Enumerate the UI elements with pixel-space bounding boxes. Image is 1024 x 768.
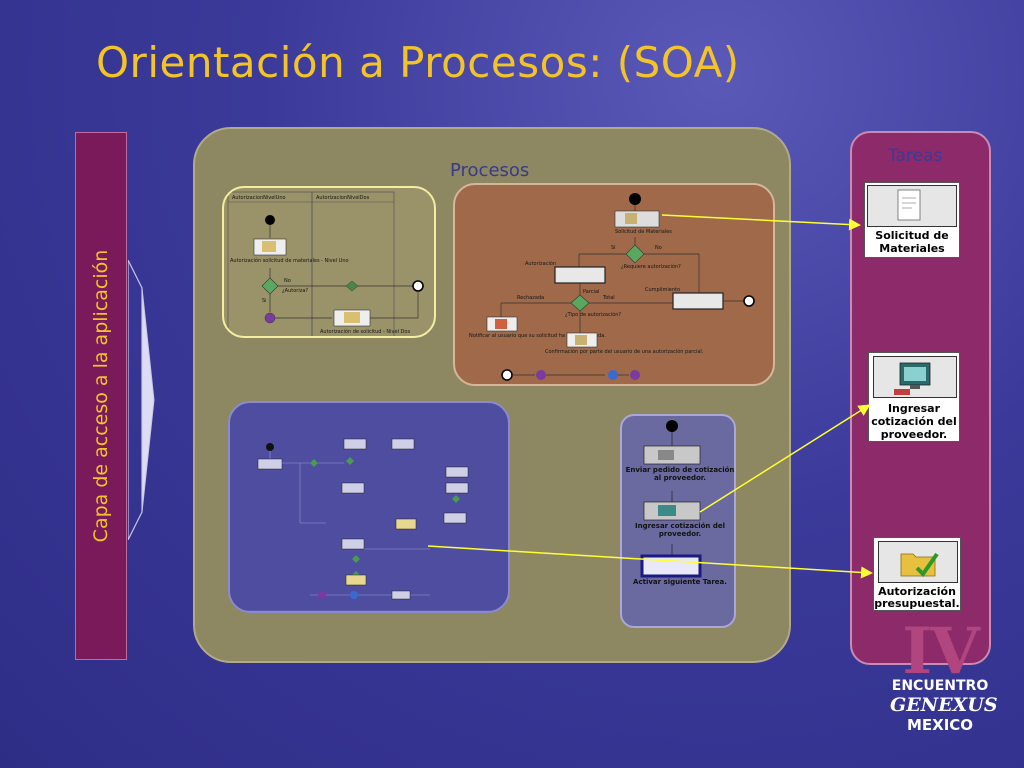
access-arrow-shape bbox=[128, 260, 155, 540]
logo-numeral: IV bbox=[902, 614, 980, 689]
logo-line1: ENCUENTRO bbox=[891, 678, 989, 694]
task-ingresar-cotizacion[interactable]: Ingresar cotización del proveedor. bbox=[868, 352, 960, 442]
document-icon bbox=[867, 185, 957, 227]
logo-line2: GENEXUS bbox=[890, 694, 998, 716]
task2-label-line2: cotización del bbox=[871, 415, 957, 428]
task3-label-line1: Autorización bbox=[878, 585, 956, 598]
p4-task3-label: Activar siguiente Tarea. bbox=[633, 578, 727, 586]
p2-branch-no: No bbox=[655, 245, 662, 251]
task-solicitud-materiales[interactable]: Solicitud de Materiales bbox=[864, 182, 960, 258]
p2-gateway2-label: ¿Tipo de autorización? bbox=[565, 311, 621, 318]
task1-label-line2: Materiales bbox=[879, 242, 945, 255]
p4-task2-label: Ingresar cotización del proveedor. bbox=[634, 522, 725, 538]
monitor-icon bbox=[873, 356, 957, 398]
task-autorizacion-presupuestal[interactable]: Autorización presupuestal. bbox=[873, 537, 961, 611]
p2-sub-autorizacion: Autorización bbox=[525, 260, 556, 267]
process3-diagram bbox=[242, 438, 490, 611]
task1-label-line1: Solicitud de bbox=[875, 229, 949, 242]
slide-title: Orientación a Procesos: (SOA) bbox=[96, 38, 740, 87]
process-panel-cotizacion[interactable] bbox=[228, 401, 510, 613]
task2-label-line3: proveedor. bbox=[880, 428, 948, 441]
p2-branch-si: Si bbox=[611, 245, 616, 251]
p2-sub-cumplimiento: Cumplimiento bbox=[645, 287, 680, 293]
encuentro-genexus-logo: IV ENCUENTRO GENEXUS MEXICO bbox=[890, 614, 998, 740]
process1-diagram: AutorizacionNivelUno AutorizacionNivelDo… bbox=[227, 191, 424, 336]
p2-start-task-label: Solicitud de Materiales bbox=[615, 229, 672, 235]
process-panel-autorizacion[interactable]: AutorizacionNivelUno AutorizacionNivelDo… bbox=[222, 186, 436, 338]
p1-task2-label: Autorización de solicitud - Nivel Dos bbox=[320, 328, 410, 335]
process-panel-pedido[interactable]: Enviar pedido de cotización al proveedor… bbox=[620, 414, 736, 628]
p1-branch-no: No bbox=[284, 278, 291, 284]
folder-check-icon bbox=[878, 541, 958, 583]
p4-task1-label: Enviar pedido de cotización al proveedor… bbox=[625, 466, 735, 482]
access-layer-bar bbox=[75, 132, 127, 660]
task2-label-line1: Ingresar bbox=[887, 402, 941, 415]
tareas-label: Tareas bbox=[888, 146, 943, 166]
process-panel-solicitud[interactable]: Solicitud de Materiales Si No ¿Requiere … bbox=[453, 183, 775, 386]
lane1-label: AutorizacionNivelUno bbox=[232, 195, 286, 201]
procesos-label: Procesos bbox=[450, 160, 530, 181]
logo-line3: MEXICO bbox=[906, 716, 974, 734]
p1-task1-label: Autorización solicitud de materiales - N… bbox=[230, 257, 349, 264]
access-layer-label: Capa de acceso a la aplicación bbox=[90, 249, 112, 543]
p2-branch-rechazada: Rechazada bbox=[517, 295, 544, 301]
p2-task-confirm-label: Confirmación por parte del usuario de un… bbox=[545, 348, 704, 355]
task3-label-line2: presupuestal. bbox=[874, 597, 960, 610]
lane2-label: AutorizacionNivelDos bbox=[316, 195, 370, 201]
p2-branch-total: Total bbox=[602, 295, 615, 301]
p2-task-notify-label: Notificar al usuario que su solicitud ha… bbox=[469, 333, 606, 339]
process2-diagram: Solicitud de Materiales Si No ¿Requiere … bbox=[469, 193, 755, 381]
p2-branch-parcial: Parcial bbox=[583, 289, 599, 295]
p1-gateway-label: ¿Autoriza? bbox=[282, 288, 308, 294]
p1-branch-si: Si bbox=[262, 298, 267, 304]
p2-gateway1-label: ¿Requiere autorización? bbox=[621, 263, 681, 270]
